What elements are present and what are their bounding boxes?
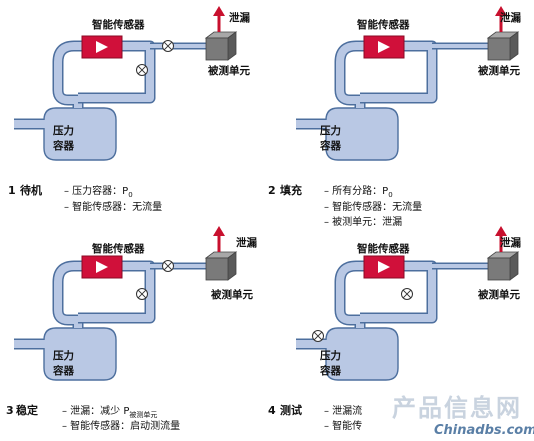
watermark-cn: 产品信息网 — [392, 394, 522, 422]
step-4-number: 4 — [268, 404, 276, 417]
leak-label-3: 泄漏 — [236, 236, 257, 249]
valve-1b-icon — [136, 64, 148, 76]
leak-label-2: 泄漏 — [500, 11, 521, 24]
valve-3a-icon — [162, 260, 174, 272]
sensor-label-1: 智能传感器 — [91, 18, 145, 31]
step-2-line-2: – 智能传感器：无流量 — [324, 200, 422, 213]
valve-4b-icon — [312, 330, 324, 342]
vessel-label-1a: 压力 — [53, 124, 74, 137]
step-3-line-2: – 智能传感器：启动测流量 — [62, 419, 180, 432]
leak-label-4: 泄漏 — [500, 236, 521, 249]
unit-label-2: 被测单元 — [478, 64, 520, 77]
step-4-title: 测试 — [280, 403, 302, 417]
step-2-number: 2 — [268, 184, 276, 197]
valve-1a-icon — [162, 40, 174, 52]
step-2-line-3: – 被测单元：泄漏 — [324, 215, 402, 228]
step-3-line-1: – 泄漏：减少 P被测单元 — [62, 404, 157, 419]
sensor-label-3: 智能传感器 — [91, 242, 145, 255]
sensor-label-2: 智能传感器 — [356, 18, 410, 31]
valve-3b-icon — [136, 288, 148, 300]
step-1-number: 1 — [8, 184, 16, 197]
vessel-label-3b: 容器 — [52, 364, 74, 377]
watermark-en: Chinadbs.com — [434, 423, 534, 438]
unit-label-3: 被测单元 — [211, 288, 253, 301]
vessel-label-1b: 容器 — [52, 139, 74, 152]
unit-label-4: 被测单元 — [478, 288, 520, 301]
step-1-line-1: – 压力容器：P0 — [64, 184, 133, 199]
step-1-line-2: – 智能传感器：无流量 — [64, 200, 162, 213]
step-3-title: 稳定 — [16, 403, 38, 417]
step-2-title: 填充 — [280, 183, 302, 197]
leak-label-1: 泄漏 — [229, 11, 250, 24]
valve-4a-icon — [401, 288, 413, 300]
step-4-line-2: – 智能传 — [324, 419, 362, 432]
vessel-label-3a: 压力 — [53, 349, 74, 362]
step-3-number: 3 — [6, 404, 14, 417]
vessel-label-4b: 容器 — [319, 364, 341, 377]
step-1-title: 待机 — [19, 183, 42, 197]
vessel-label-4a: 压力 — [320, 349, 341, 362]
step-2-line-1: – 所有分路：P0 — [324, 184, 393, 199]
vessel-label-2b: 容器 — [319, 139, 341, 152]
unit-label-1: 被测单元 — [208, 64, 250, 77]
step-4-line-1: – 泄漏流 — [324, 404, 362, 417]
vessel-label-2a: 压力 — [320, 124, 341, 137]
sensor-label-4: 智能传感器 — [356, 242, 410, 255]
